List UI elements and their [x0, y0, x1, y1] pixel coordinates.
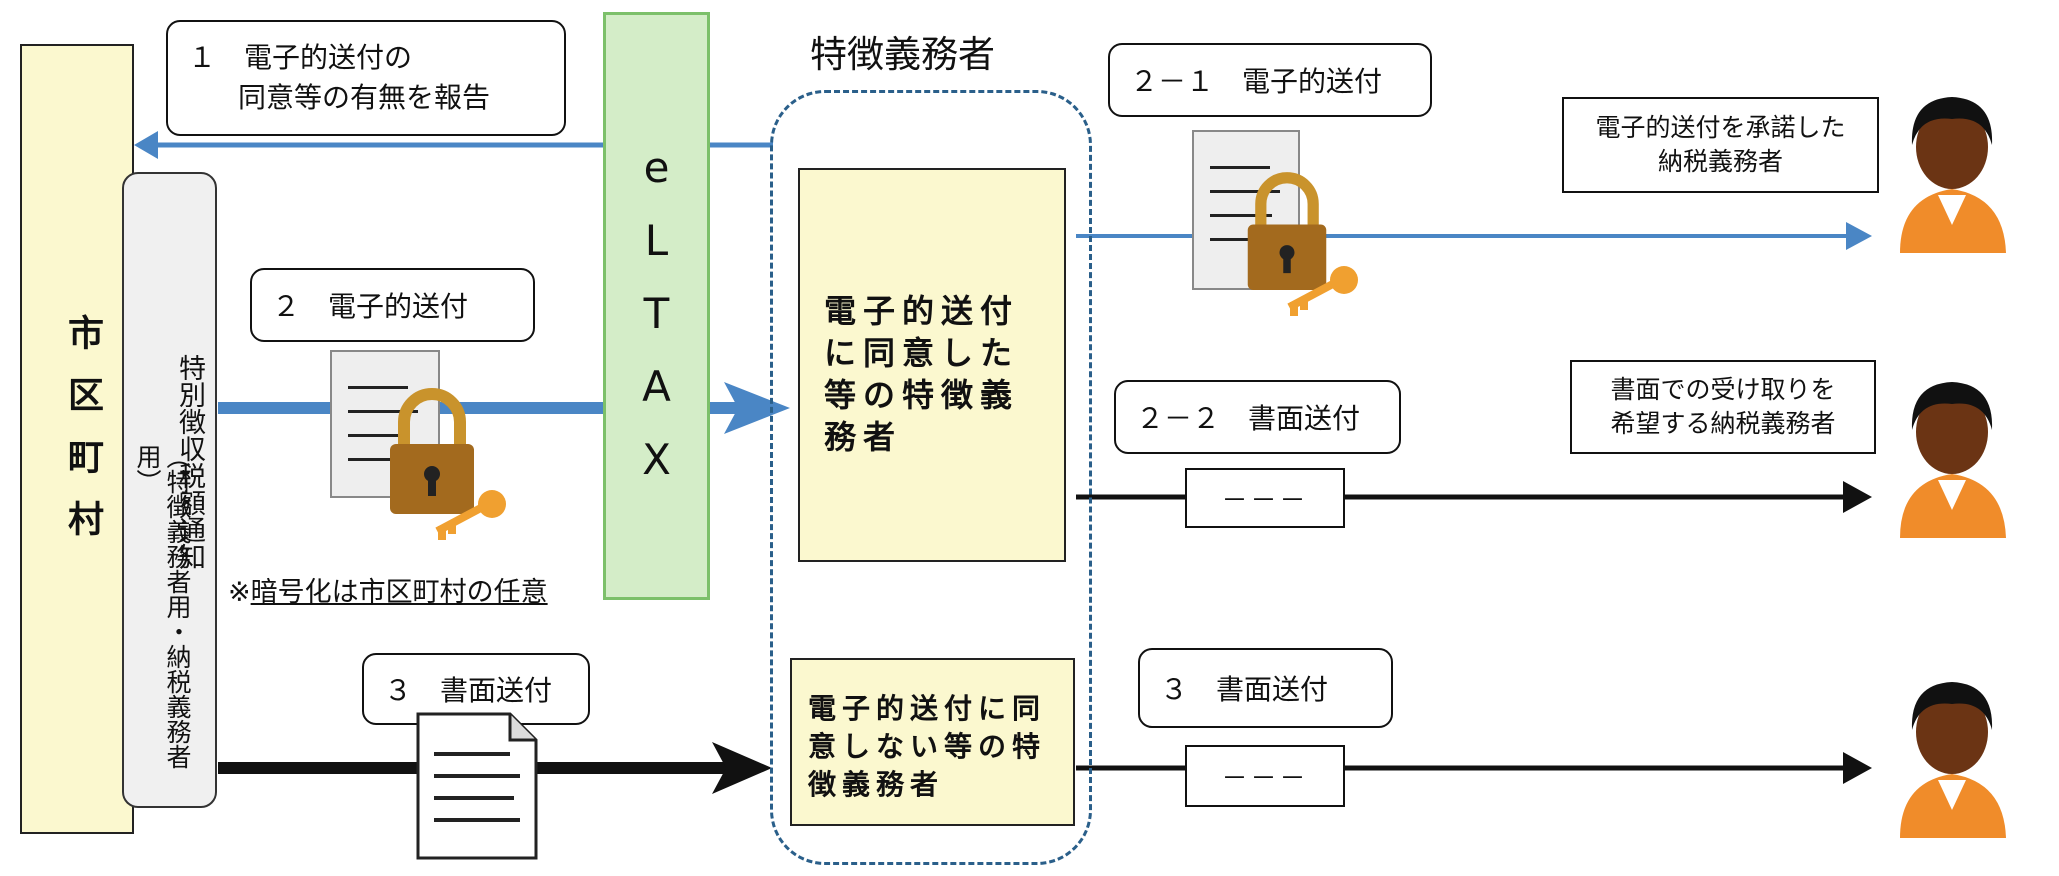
send-2-2-arrow-head [1843, 481, 1872, 513]
encryption-note: ※暗号化は市区町村の任意 [228, 570, 548, 609]
report-label-line1: １ 電子的送付の [188, 41, 413, 74]
tax-notice-sublabel: （特徴義務者用・納税義務者用） [133, 444, 192, 769]
consented-taxpayer-box: 電子的送付を承諾した 納税義務者 [1562, 97, 1879, 193]
note-prefix: ※ [228, 577, 251, 608]
consented-taxpayer-line2: 納税義務者 [1657, 147, 1783, 176]
lock-icon-2 [1247, 172, 1327, 290]
municipality-label: 市区町村 [62, 314, 103, 562]
person-icon-2 [1900, 382, 2006, 538]
key-icon-2 [1287, 266, 1358, 316]
consented-taxpayer-line1: 電子的送付を承諾した [1595, 113, 1846, 142]
key-icon [435, 490, 506, 540]
report-label-box: １ 電子的送付の 同意等の有無を報告 [166, 20, 566, 136]
person-icon [1900, 97, 2006, 253]
send-2-1-label: ２－１ 電子的送付 [1108, 43, 1432, 117]
paper-taxpayer-line2: 希望する納税義務者 [1610, 409, 1836, 438]
municipality-box: 市区町村 [20, 44, 134, 834]
report-arrow-head [134, 131, 158, 159]
person-icon-3 [1900, 682, 2006, 838]
tax-notice-label: 特別徴収税額通知 [174, 354, 205, 570]
placeholder-box-1: －－－ [1185, 468, 1345, 528]
send-3-right-label: ３ 書面送付 [1138, 648, 1393, 728]
note-text: 暗号化は市区町村の任意 [250, 577, 548, 608]
paper-taxpayer-line1: 書面での受け取りを [1610, 375, 1836, 404]
tokucho-group [770, 90, 1092, 865]
placeholder-box-2: －－－ [1185, 745, 1345, 807]
send-2-1-arrow-head [1846, 222, 1872, 250]
eltax-box: eLTAX [603, 12, 710, 600]
send-2-2-label: ２－２ 書面送付 [1114, 380, 1401, 454]
tokucho-title: 特徴義務者 [810, 33, 995, 76]
tokucho-not-consented-box: 電子的送付に同意しない等の特徴義務者 [790, 658, 1075, 826]
lock-icon [390, 388, 474, 514]
paper-document-icon [416, 712, 538, 860]
tokucho-not-consented-label: 電子的送付に同意しない等の特徴義務者 [808, 692, 1047, 801]
send-3-left-arrow-head [712, 742, 772, 794]
electronic-send-arrow-head [724, 382, 790, 434]
eltax-label: eLTAX [632, 143, 681, 508]
electronic-send-label: ２ 電子的送付 [250, 268, 535, 342]
tokucho-consented-label: 電子的送付に同意した等の特徴義務者 [824, 292, 1020, 456]
paper-taxpayer-box: 書面での受け取りを 希望する納税義務者 [1570, 360, 1876, 454]
report-label-line2: 同意等の有無を報告 [238, 81, 491, 114]
tax-notice-box: 特別徴収税額通知 （特徴義務者用・納税義務者用） [122, 172, 217, 808]
tokucho-consented-box: 電子的送付に同意した等の特徴義務者 [798, 168, 1066, 562]
send-3-right-arrow-head [1843, 752, 1872, 784]
